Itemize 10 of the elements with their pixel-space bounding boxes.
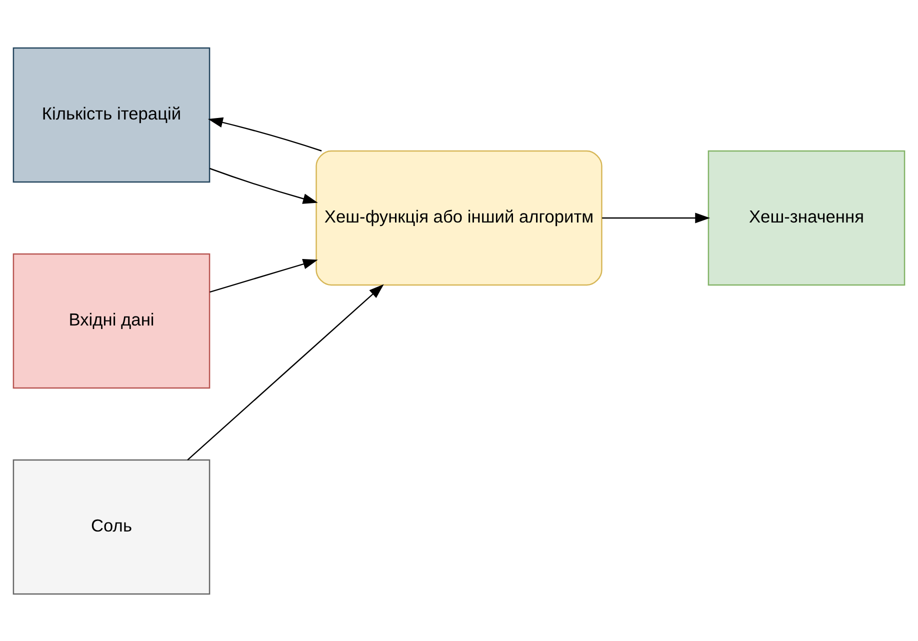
arrow <box>208 116 322 151</box>
node-box: Соль <box>12 458 210 594</box>
arrow <box>187 284 384 460</box>
node-box: Вхідні дані <box>12 252 210 388</box>
arrow <box>210 167 318 204</box>
arrow <box>602 212 710 223</box>
node-box: Кількість ітерацій <box>12 46 210 182</box>
arrow <box>210 258 318 292</box>
node-box: Хеш-значення <box>708 150 906 286</box>
node-box: Хеш-функція або інший алгоритм <box>316 150 602 286</box>
